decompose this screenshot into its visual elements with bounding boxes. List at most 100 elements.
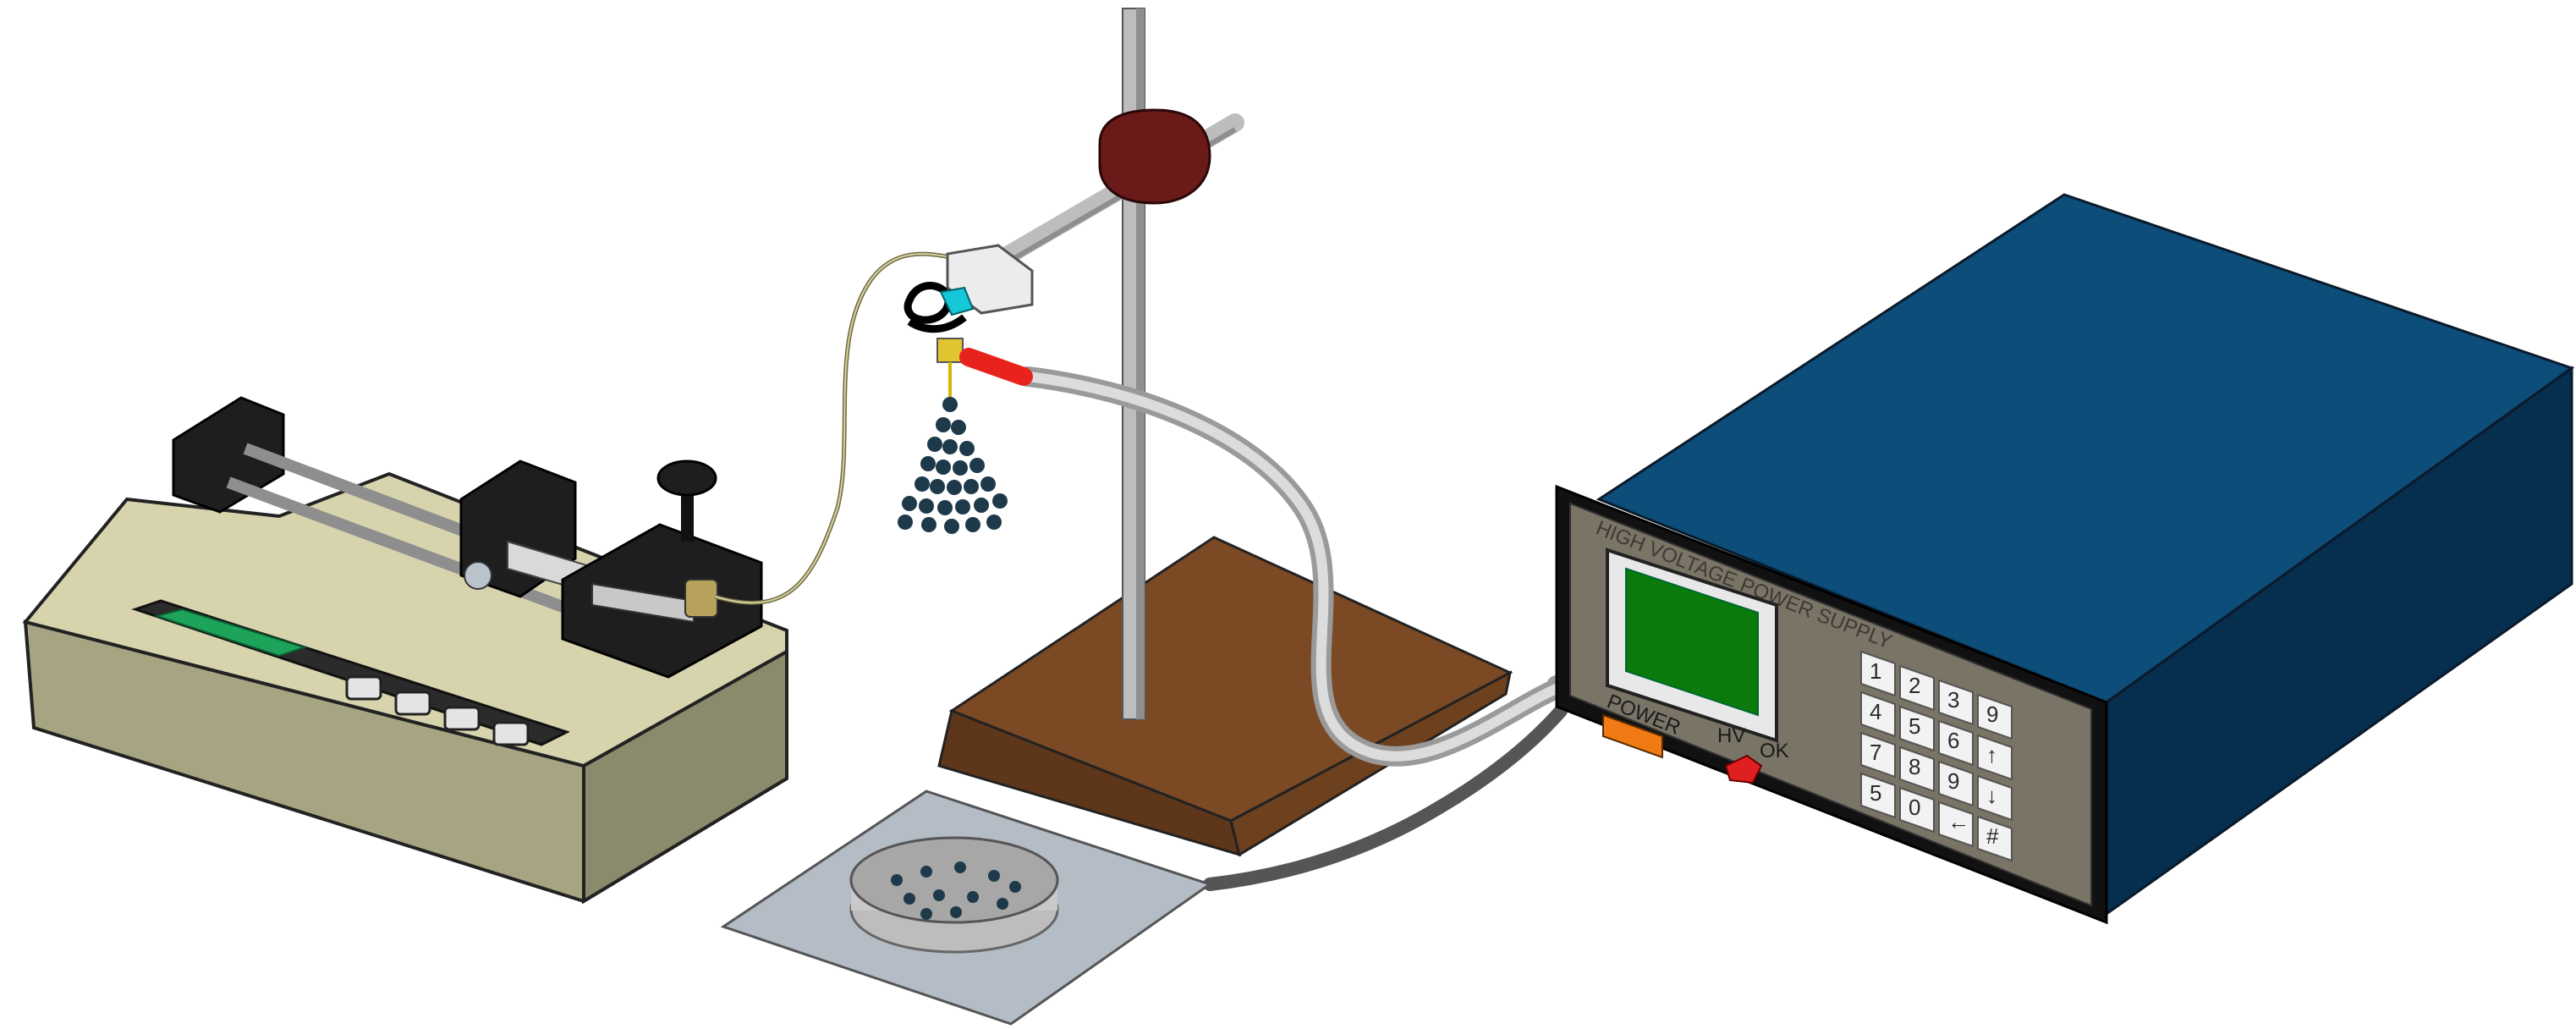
droplet [980,476,996,492]
syringe-holder-knob [656,459,717,497]
hv-label: HV [1717,724,1745,747]
droplet [986,514,1002,530]
stand-rod-shade [1136,8,1145,719]
droplet [942,397,958,412]
keypad-key-cap [1860,691,1896,738]
droplet [936,459,951,475]
hv-power-supply: HIGH VOLTAGE POWER SUPPLY POWER HV OK 12… [1555,193,2575,925]
keypad-key-label: 6 [1947,728,1959,753]
ring-stand [904,8,1513,857]
hv-button[interactable] [1724,754,1763,784]
keypad-key[interactable]: ↑ [1977,734,2013,781]
stand-base-right [1229,670,1513,857]
keypad-key-cap [1977,693,2013,740]
hv-cable-highlight [1023,371,1570,762]
keypad-key[interactable]: 2 [1899,664,1935,712]
keypad-key[interactable]: 6 [1938,719,1974,767]
collected-particle [920,866,932,878]
keypad-key-cap [1899,664,1935,712]
keypad-key-label: ↓ [1986,783,1997,808]
droplet [964,479,979,494]
pump-button[interactable] [443,706,481,731]
droplet [936,417,951,432]
nozzle-clip [904,282,967,333]
keypad-key-cap [1899,746,1935,793]
pump-display [153,608,308,658]
keypad-key-cap [1938,801,1974,848]
collected-particle [1009,881,1021,893]
keypad-key[interactable]: 9 [1938,760,1974,807]
hv-cable-red-sleeve [959,348,1033,386]
keypad-key[interactable]: 0 [1899,786,1935,834]
pump-rear-block [172,396,285,514]
ground-cable [1203,704,1568,891]
collected-particle [997,898,1008,910]
droplet [944,519,959,534]
keypad-key-label: 9 [1986,702,1998,727]
collected-particle [920,908,932,920]
keypad-key[interactable]: 5 [1860,772,1896,819]
droplet [921,517,936,532]
keypad-key-label: 7 [1870,740,1881,765]
keypad-key-label: 0 [1909,795,1920,820]
droplet [930,479,945,494]
droplet [942,439,958,454]
collected-particle [967,891,979,903]
supply-tube [714,251,957,605]
supply-screen [1625,567,1759,717]
keypad-key-label: 2 [1909,673,1920,698]
pump-body-step [582,648,788,905]
keypad-key-cap [1938,719,1974,767]
droplet [920,456,936,471]
keypad-key-label: 3 [1947,687,1959,713]
pump-button[interactable] [345,675,382,701]
pump-buttons [345,675,530,746]
keypad-key[interactable]: 9 [1977,693,2013,740]
keypad-key-cap [1938,679,1974,726]
supply-tube-highlight [714,253,957,604]
keypad-key-cap [1860,731,1896,779]
collected-particles [891,861,1021,920]
collected-particle [950,906,962,918]
collected-particle [988,870,1000,882]
collected-particle [891,874,903,886]
syringe-body [591,582,695,624]
ok-label: OK [1760,740,1789,762]
keypad-key-cap [1899,705,1935,752]
keypad-key[interactable]: ← [1938,801,1974,848]
keypad-key-label: ← [1947,809,1969,834]
pump-button[interactable] [492,721,530,746]
collected-particle [954,861,966,873]
power-button[interactable] [1602,713,1663,759]
keypad-key[interactable]: 7 [1860,731,1896,779]
droplet [951,420,966,435]
droplet-spray [898,397,1008,534]
droplet [955,499,970,514]
keypad-key[interactable]: # [1977,815,2013,862]
droplet [927,437,942,452]
keypad-key-cap [1938,760,1974,807]
keypad-key[interactable]: 1 [1860,650,1896,697]
keypad-key[interactable]: 5 [1899,705,1935,752]
collector [720,790,1213,1026]
keypad-key-cap [1860,772,1896,819]
keypad-key[interactable]: 3 [1938,679,1974,726]
keypad-key-label: 8 [1909,754,1920,779]
droplet [959,441,975,456]
keypad-key[interactable]: 8 [1899,746,1935,793]
syringe-needle-hub [684,579,718,618]
droplet [902,496,917,511]
droplet [969,458,985,473]
droplet [965,517,980,532]
keypad-key-label: 5 [1909,713,1920,739]
keypad-key-cap [1977,774,2013,822]
droplet [974,498,989,513]
droplet [947,480,962,495]
pump-button[interactable] [394,691,431,716]
keypad-key[interactable]: ↓ [1977,774,2013,822]
droplet [992,493,1008,509]
droplet [915,476,930,492]
keypad-key[interactable]: 4 [1860,691,1896,738]
